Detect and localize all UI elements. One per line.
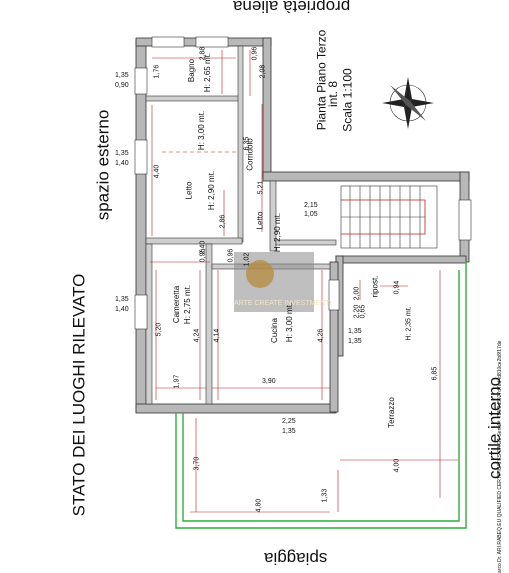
dim-win2: 1,35 — [115, 150, 129, 157]
windows — [134, 36, 472, 330]
dim-cam-w2: 4,14 — [213, 328, 221, 343]
room-name-cameretta: Cameretta — [172, 285, 182, 324]
room-name-cucina: Cucina — [269, 318, 279, 343]
room-name-letto-2: Letto — [255, 211, 265, 230]
dim-cam-w: 4,24 — [193, 328, 201, 343]
dim-letto-len: 4,40 — [153, 164, 161, 179]
dim-ter-d: 4,80 — [255, 498, 263, 513]
dim-stair-h: 2,15 — [304, 202, 318, 209]
dim-corr-w: 5,21 — [257, 180, 265, 195]
compass-rose — [382, 77, 434, 129]
dim-rip-d: 0,94 — [393, 280, 401, 295]
dim-win2b: 1,40 — [115, 160, 129, 167]
dim-win3: 1,35 — [115, 296, 129, 303]
dim-ter-c: 3,70 — [193, 456, 201, 471]
dim-ter-b: 4,00 — [393, 458, 401, 473]
dim-rip-a: 2,00 — [353, 286, 361, 301]
dim-cam-top4: 1,02 — [243, 252, 251, 267]
staircase — [340, 185, 438, 249]
dimension-lines — [150, 50, 458, 513]
dim-bagno-l2: 0,96 — [251, 46, 259, 61]
dim-corr-len: 6,35 — [243, 136, 251, 151]
dim-ter-e: 1,33 — [321, 488, 329, 503]
dim-cam-len: 5,20 — [155, 322, 163, 337]
dim-bagno-l: 1,76 — [153, 64, 161, 79]
watermark-logo — [234, 252, 314, 312]
dim-cuc-bot: 3,90 — [262, 378, 276, 385]
dim-stair-w: 1,05 — [304, 211, 318, 218]
room-height-cameretta: H: 2,75 mt. — [183, 284, 193, 325]
watermark-text: ARTE CREATE INVESTMENTI — [234, 300, 332, 307]
room-name-letto: Letto — [184, 181, 194, 200]
room-name-ripost: ripost. — [370, 275, 380, 298]
label-bottom-neighbor: spiaggia — [264, 549, 328, 568]
label-top-neighbor: proprietà aliena — [233, 0, 351, 16]
terrace-boundary — [175, 262, 467, 529]
dim-rip-c: 0,65 — [359, 304, 367, 319]
walls — [135, 37, 470, 414]
dim-bagno-w: 2,88 — [199, 46, 207, 61]
side-caption: arco Dr. ARI.RABEQ.EU QUALIFIED CERTIFIC… — [497, 340, 503, 573]
room-height-letto-upper: H: 3,00 mt. — [197, 110, 207, 151]
dim-rip-win2: 1,35 — [348, 338, 362, 345]
label-terrace: Terrazzo — [386, 397, 396, 428]
dim-cam-bot: 1,97 — [173, 374, 181, 389]
room-name-bagno: Bagno — [187, 58, 197, 83]
dim-rip-win: 1,35 — [348, 328, 362, 335]
dim-win1: 1,35 — [115, 72, 129, 79]
plan-scale: Scala 1:100 — [340, 68, 355, 132]
dim-ter-g: 1,35 — [282, 428, 296, 435]
room-height-cucina: H: 3,00 mt. — [285, 302, 295, 343]
dim-corr-top: 2,08 — [259, 64, 267, 79]
plan-int: int. 8 — [326, 80, 341, 108]
dim-win3b: 1,40 — [115, 306, 129, 313]
room-height-ripost: H: 2,35 mt. — [405, 306, 413, 341]
dim-ter-a: 6,85 — [431, 366, 439, 381]
dim-cam-w3: 4,26 — [317, 328, 325, 343]
label-left-outside: spazio esterno — [93, 109, 113, 221]
room-height-letto-2: H: 2,90 mt. — [273, 212, 283, 253]
dim-cam-top2: 0,96 — [199, 248, 207, 263]
interior-walls — [145, 45, 337, 405]
dim-win1b: 0,90 — [115, 82, 129, 89]
dim-cam-top3: 0,96 — [227, 248, 235, 263]
dim-letto-w: 2,86 — [219, 214, 227, 229]
room-height-letto: H: 2,90 mt. — [207, 170, 217, 211]
label-survey-title: STATO DEI LUOGHI RILEVATO — [69, 273, 89, 517]
dim-ter-f: 2,25 — [282, 418, 296, 425]
